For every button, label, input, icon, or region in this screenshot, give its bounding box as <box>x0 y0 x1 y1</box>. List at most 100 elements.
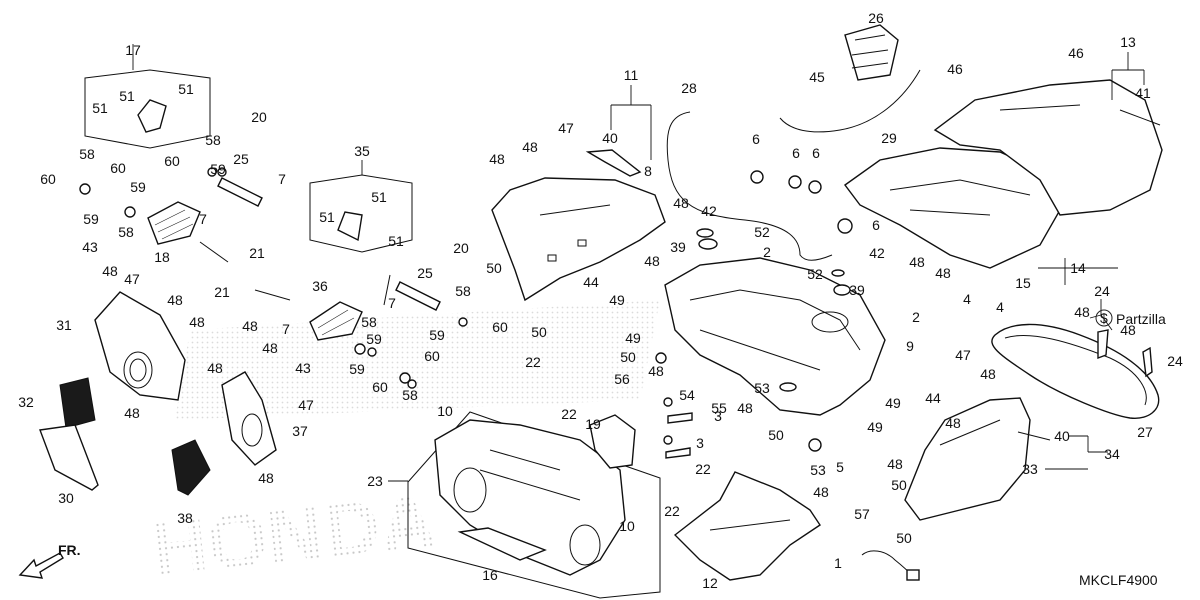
part-38 <box>171 439 211 496</box>
part-16 <box>457 527 547 561</box>
callout-34: 34 <box>1104 446 1120 462</box>
callout-6: 6 <box>872 217 880 233</box>
callout-21: 21 <box>249 245 265 261</box>
part-12 <box>673 471 821 581</box>
callout-60: 60 <box>492 319 508 335</box>
callout-4: 4 <box>963 291 971 307</box>
callout-50: 50 <box>896 530 912 546</box>
callout-51: 51 <box>319 209 335 225</box>
callout-60: 60 <box>40 171 56 187</box>
callout-13: 13 <box>1120 34 1136 50</box>
callout-52: 52 <box>754 224 770 240</box>
callout-19: 19 <box>585 416 601 432</box>
site-watermark-text: Partzilla <box>1116 311 1166 327</box>
callout-30: 30 <box>58 490 74 506</box>
callout-48: 48 <box>813 484 829 500</box>
callout-6: 6 <box>792 145 800 161</box>
part-1 <box>861 550 920 581</box>
callout-59: 59 <box>130 179 146 195</box>
callout-44: 44 <box>925 390 941 406</box>
callout-48: 48 <box>124 405 140 421</box>
leader-lines <box>388 52 1145 482</box>
callout-28: 28 <box>681 80 697 96</box>
callout-39: 39 <box>849 282 865 298</box>
callout-25: 25 <box>417 265 433 281</box>
callout-50: 50 <box>486 260 502 276</box>
callout-51: 51 <box>178 81 194 97</box>
callout-50: 50 <box>531 324 547 340</box>
part-30 <box>39 424 99 491</box>
callout-32: 32 <box>18 394 34 410</box>
callout-58: 58 <box>402 387 418 403</box>
callout-48: 48 <box>189 314 205 330</box>
callout-51: 51 <box>119 88 135 104</box>
callout-54: 54 <box>679 387 695 403</box>
callout-43: 43 <box>82 239 98 255</box>
callout-24: 24 <box>1094 283 1110 299</box>
callout-26: 26 <box>868 10 884 26</box>
callout-59: 59 <box>210 161 226 177</box>
callout-47: 47 <box>558 120 574 136</box>
callout-22: 22 <box>695 461 711 477</box>
callout-9: 9 <box>906 338 914 354</box>
callout-40: 40 <box>602 130 618 146</box>
callout-47: 47 <box>955 347 971 363</box>
callout-10: 10 <box>619 518 635 534</box>
callout-53: 53 <box>754 380 770 396</box>
callout-12: 12 <box>702 575 718 591</box>
callout-58: 58 <box>455 283 471 299</box>
callout-36: 36 <box>312 278 328 294</box>
callout-1: 1 <box>834 555 842 571</box>
callout-7: 7 <box>199 211 207 227</box>
callout-48: 48 <box>489 151 505 167</box>
callout-7: 7 <box>388 295 396 311</box>
callout-38: 38 <box>177 510 193 526</box>
callout-48: 48 <box>1120 322 1136 338</box>
diagram-code: MKCLF4900 <box>1079 572 1158 588</box>
callout-48: 48 <box>935 265 951 281</box>
callout-48: 48 <box>242 318 258 334</box>
callout-6: 6 <box>812 145 820 161</box>
callout-53: 53 <box>810 462 826 478</box>
callout-49: 49 <box>885 395 901 411</box>
callout-6: 6 <box>752 131 760 147</box>
site-watermark: $ Partzilla <box>1095 309 1166 327</box>
part-14 <box>844 147 1061 269</box>
callout-10: 10 <box>437 403 453 419</box>
callout-24: 24 <box>1167 353 1183 369</box>
callout-2: 2 <box>763 244 771 260</box>
callout-48: 48 <box>102 263 118 279</box>
part-19 <box>589 414 636 469</box>
part-40 <box>585 149 642 177</box>
callout-60: 60 <box>372 379 388 395</box>
callout-49: 49 <box>867 419 883 435</box>
callout-43: 43 <box>295 360 311 376</box>
callout-48: 48 <box>648 363 664 379</box>
callout-22: 22 <box>525 354 541 370</box>
callout-29: 29 <box>881 130 897 146</box>
callout-58: 58 <box>205 132 221 148</box>
fasteners <box>79 167 853 459</box>
part-32 <box>59 377 96 429</box>
callout-58: 58 <box>118 224 134 240</box>
callout-22: 22 <box>664 503 680 519</box>
callout-7: 7 <box>282 321 290 337</box>
callout-42: 42 <box>701 203 717 219</box>
callout-50: 50 <box>620 349 636 365</box>
callout-48: 48 <box>167 292 183 308</box>
callout-41: 41 <box>1135 85 1151 101</box>
callout-58: 58 <box>361 314 377 330</box>
callout-8: 8 <box>644 163 652 179</box>
honda-watermark-text: HONDA <box>146 476 440 593</box>
callout-48: 48 <box>522 139 538 155</box>
group-35-bracket <box>309 160 413 253</box>
callout-60: 60 <box>424 348 440 364</box>
callout-37: 37 <box>292 423 308 439</box>
callout-58: 58 <box>79 146 95 162</box>
callout-50: 50 <box>891 477 907 493</box>
callout-42: 42 <box>869 245 885 261</box>
callout-23: 23 <box>367 473 383 489</box>
